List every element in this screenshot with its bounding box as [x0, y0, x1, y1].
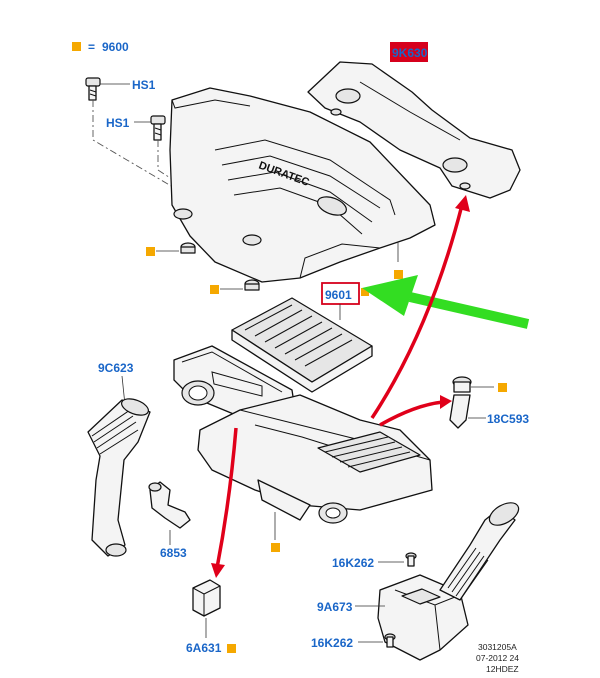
marker-9601 [361, 288, 369, 296]
grommet-right [244, 279, 260, 291]
marker-cover [394, 270, 403, 279]
resonator-9a673 [377, 574, 469, 661]
reference-line-1: 3031205A [478, 642, 517, 652]
label-9601: 9601 [325, 288, 352, 302]
marker-sensor [498, 383, 507, 392]
air-box-upper [173, 345, 296, 421]
engine-cover: DURATEC [169, 87, 436, 283]
sensor-18c593 [449, 376, 472, 429]
legend-code: 9600 [102, 40, 129, 54]
screw-16k262-bottom [384, 633, 396, 648]
highlight-box-9601 [321, 282, 360, 305]
marker-grommet-right [210, 285, 219, 294]
outlet-hose [439, 502, 520, 601]
marker-airbox [271, 543, 280, 552]
intake-hose [87, 398, 151, 557]
bolt-hs1-top [85, 77, 101, 101]
marker-bracket [227, 644, 236, 653]
air-filter-element [231, 297, 373, 393]
highlight-box-9k630 [390, 42, 428, 62]
grommet-left [180, 242, 196, 254]
reference-line-2: 07-2012 24 [476, 653, 519, 663]
label-16k262-bottom: 16K262 [311, 636, 353, 650]
screw-16k262-top [405, 552, 417, 567]
label-6853: 6853 [160, 546, 187, 560]
red-arrow-down [211, 427, 238, 578]
label-18c593: 18C593 [487, 412, 529, 426]
red-arrow-up [370, 195, 470, 419]
reference-line-3: 12HDEZ [486, 664, 519, 674]
red-arrow-right [379, 395, 452, 427]
label-6a631: 6A631 [186, 641, 222, 655]
label-9c623: 9C623 [98, 361, 134, 375]
vacuum-hose [148, 481, 191, 529]
legend-equals: = [88, 40, 95, 54]
label-16k262-top: 16K262 [332, 556, 374, 570]
bolt-hs1-second [150, 115, 166, 141]
label-hs1-second: HS1 [106, 116, 130, 130]
legend-marker-icon [72, 42, 81, 51]
label-hs1-top: HS1 [132, 78, 156, 92]
bracket-6a631 [192, 579, 221, 617]
air-box-lower [197, 394, 433, 524]
cover-panel-9k630 [307, 61, 521, 199]
marker-grommet-left [146, 247, 155, 256]
label-9k630: 9K630 [392, 46, 428, 60]
label-9a673: 9A673 [317, 600, 353, 614]
green-arrow [362, 275, 530, 329]
